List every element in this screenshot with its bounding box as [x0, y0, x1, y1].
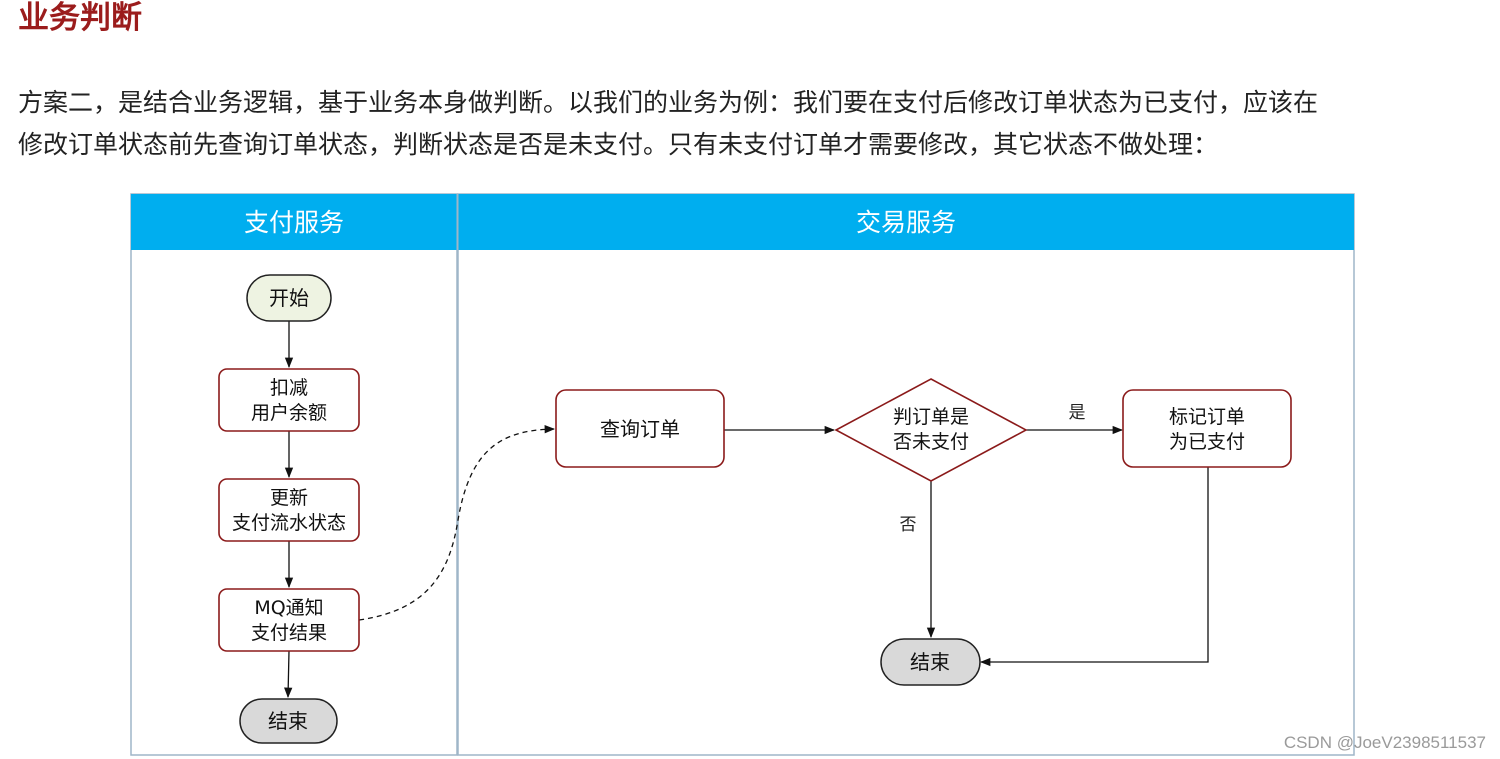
node-update-line2: 支付流水状态 [232, 512, 346, 534]
lane-payment-title: 支付服务 [244, 208, 344, 237]
body-paragraph: 方案二，是结合业务逻辑，基于业务本身做判断。以我们的业务为例：我们要在支付后修改… [18, 82, 1498, 166]
section-heading: 业务判断 [18, 0, 142, 36]
node-mark-line1: 标记订单 [1169, 406, 1245, 428]
node-end-left: 结束 [239, 698, 338, 744]
node-decision-line2: 否未支付 [893, 431, 969, 453]
paragraph-line-1: 方案二，是结合业务逻辑，基于业务本身做判断。以我们的业务为例：我们要在支付后修改… [18, 88, 1319, 117]
node-deduct-line2: 用户余额 [251, 402, 327, 424]
node-end-right: 结束 [880, 638, 981, 686]
edge-mq-to-query-dashed [358, 425, 556, 621]
node-decision-unpaid: 判订单是 否未支付 [834, 378, 1028, 482]
node-update-status: 更新 支付流水状态 [218, 478, 360, 542]
node-decision-line1: 判订单是 [893, 406, 969, 428]
node-mq-notify: MQ通知 支付结果 [218, 588, 360, 652]
node-end-right-label: 结束 [910, 650, 950, 674]
edge-label-yes: 是 [1069, 403, 1086, 423]
node-deduct-balance: 扣减 用户余额 [218, 368, 360, 432]
lane-trade-header [458, 194, 1354, 250]
node-update-line1: 更新 [270, 487, 308, 509]
node-mark-line2: 为已支付 [1169, 431, 1245, 453]
node-query-label: 查询订单 [600, 417, 680, 441]
node-query-order: 查询订单 [555, 389, 725, 468]
edge-mark-to-end [979, 467, 1209, 667]
watermark: CSDN @JoeV2398511537 [1283, 733, 1486, 752]
node-mark-paid: 标记订单 为已支付 [1122, 389, 1292, 468]
lane-payment-header [131, 194, 457, 250]
edges [284, 321, 1209, 699]
edge-label-no: 否 [900, 515, 917, 535]
lane-trade-title: 交易服务 [856, 208, 956, 237]
node-end-left-label: 结束 [268, 709, 308, 733]
edge-mq-to-end [284, 650, 293, 699]
paragraph-line-2: 修改订单状态前先查询订单状态，判断状态是否是未支付。只有未支付订单才需要修改，其… [18, 130, 1219, 159]
node-mq-line2: 支付结果 [251, 622, 327, 644]
node-start: 开始 [246, 274, 332, 322]
node-start-label: 开始 [269, 286, 309, 310]
node-deduct-line1: 扣减 [270, 377, 308, 399]
node-mq-line1: MQ通知 [254, 597, 323, 619]
